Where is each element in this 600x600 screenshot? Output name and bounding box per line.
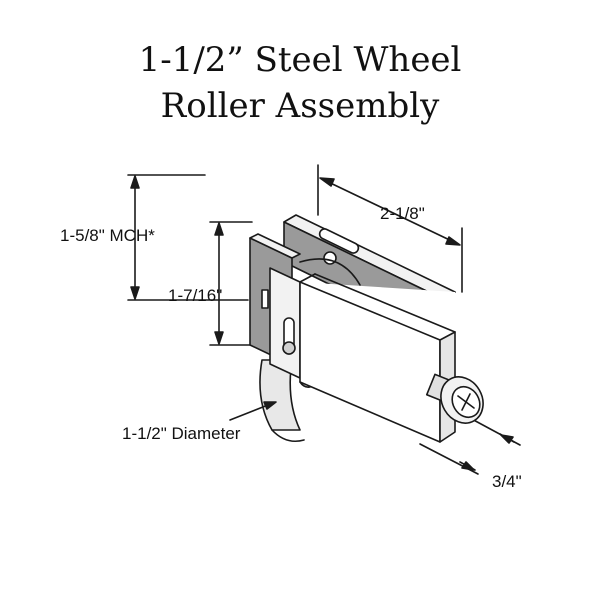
label-length: 2-1/8" (380, 204, 425, 223)
label-width: 3/4" (492, 472, 522, 491)
label-mch: 1-5/8" MCH* (60, 226, 155, 245)
label-height: 1-7/16" (168, 286, 223, 305)
adjustment-screw (425, 373, 484, 424)
diameter-leader (229, 401, 277, 421)
steel-wheel (259, 258, 361, 443)
dimension-line-length (317, 164, 463, 293)
title-line-1: 1-1/2” Steel Wheel (138, 40, 462, 80)
label-diameter: 1-1/2" Diameter (122, 424, 241, 443)
dimension-line-height (209, 221, 253, 346)
housing (299, 273, 456, 443)
dimension-line-mch (127, 174, 249, 301)
title-line-2: Roller Assembly (160, 86, 440, 126)
adjustment-bracket (269, 267, 301, 379)
